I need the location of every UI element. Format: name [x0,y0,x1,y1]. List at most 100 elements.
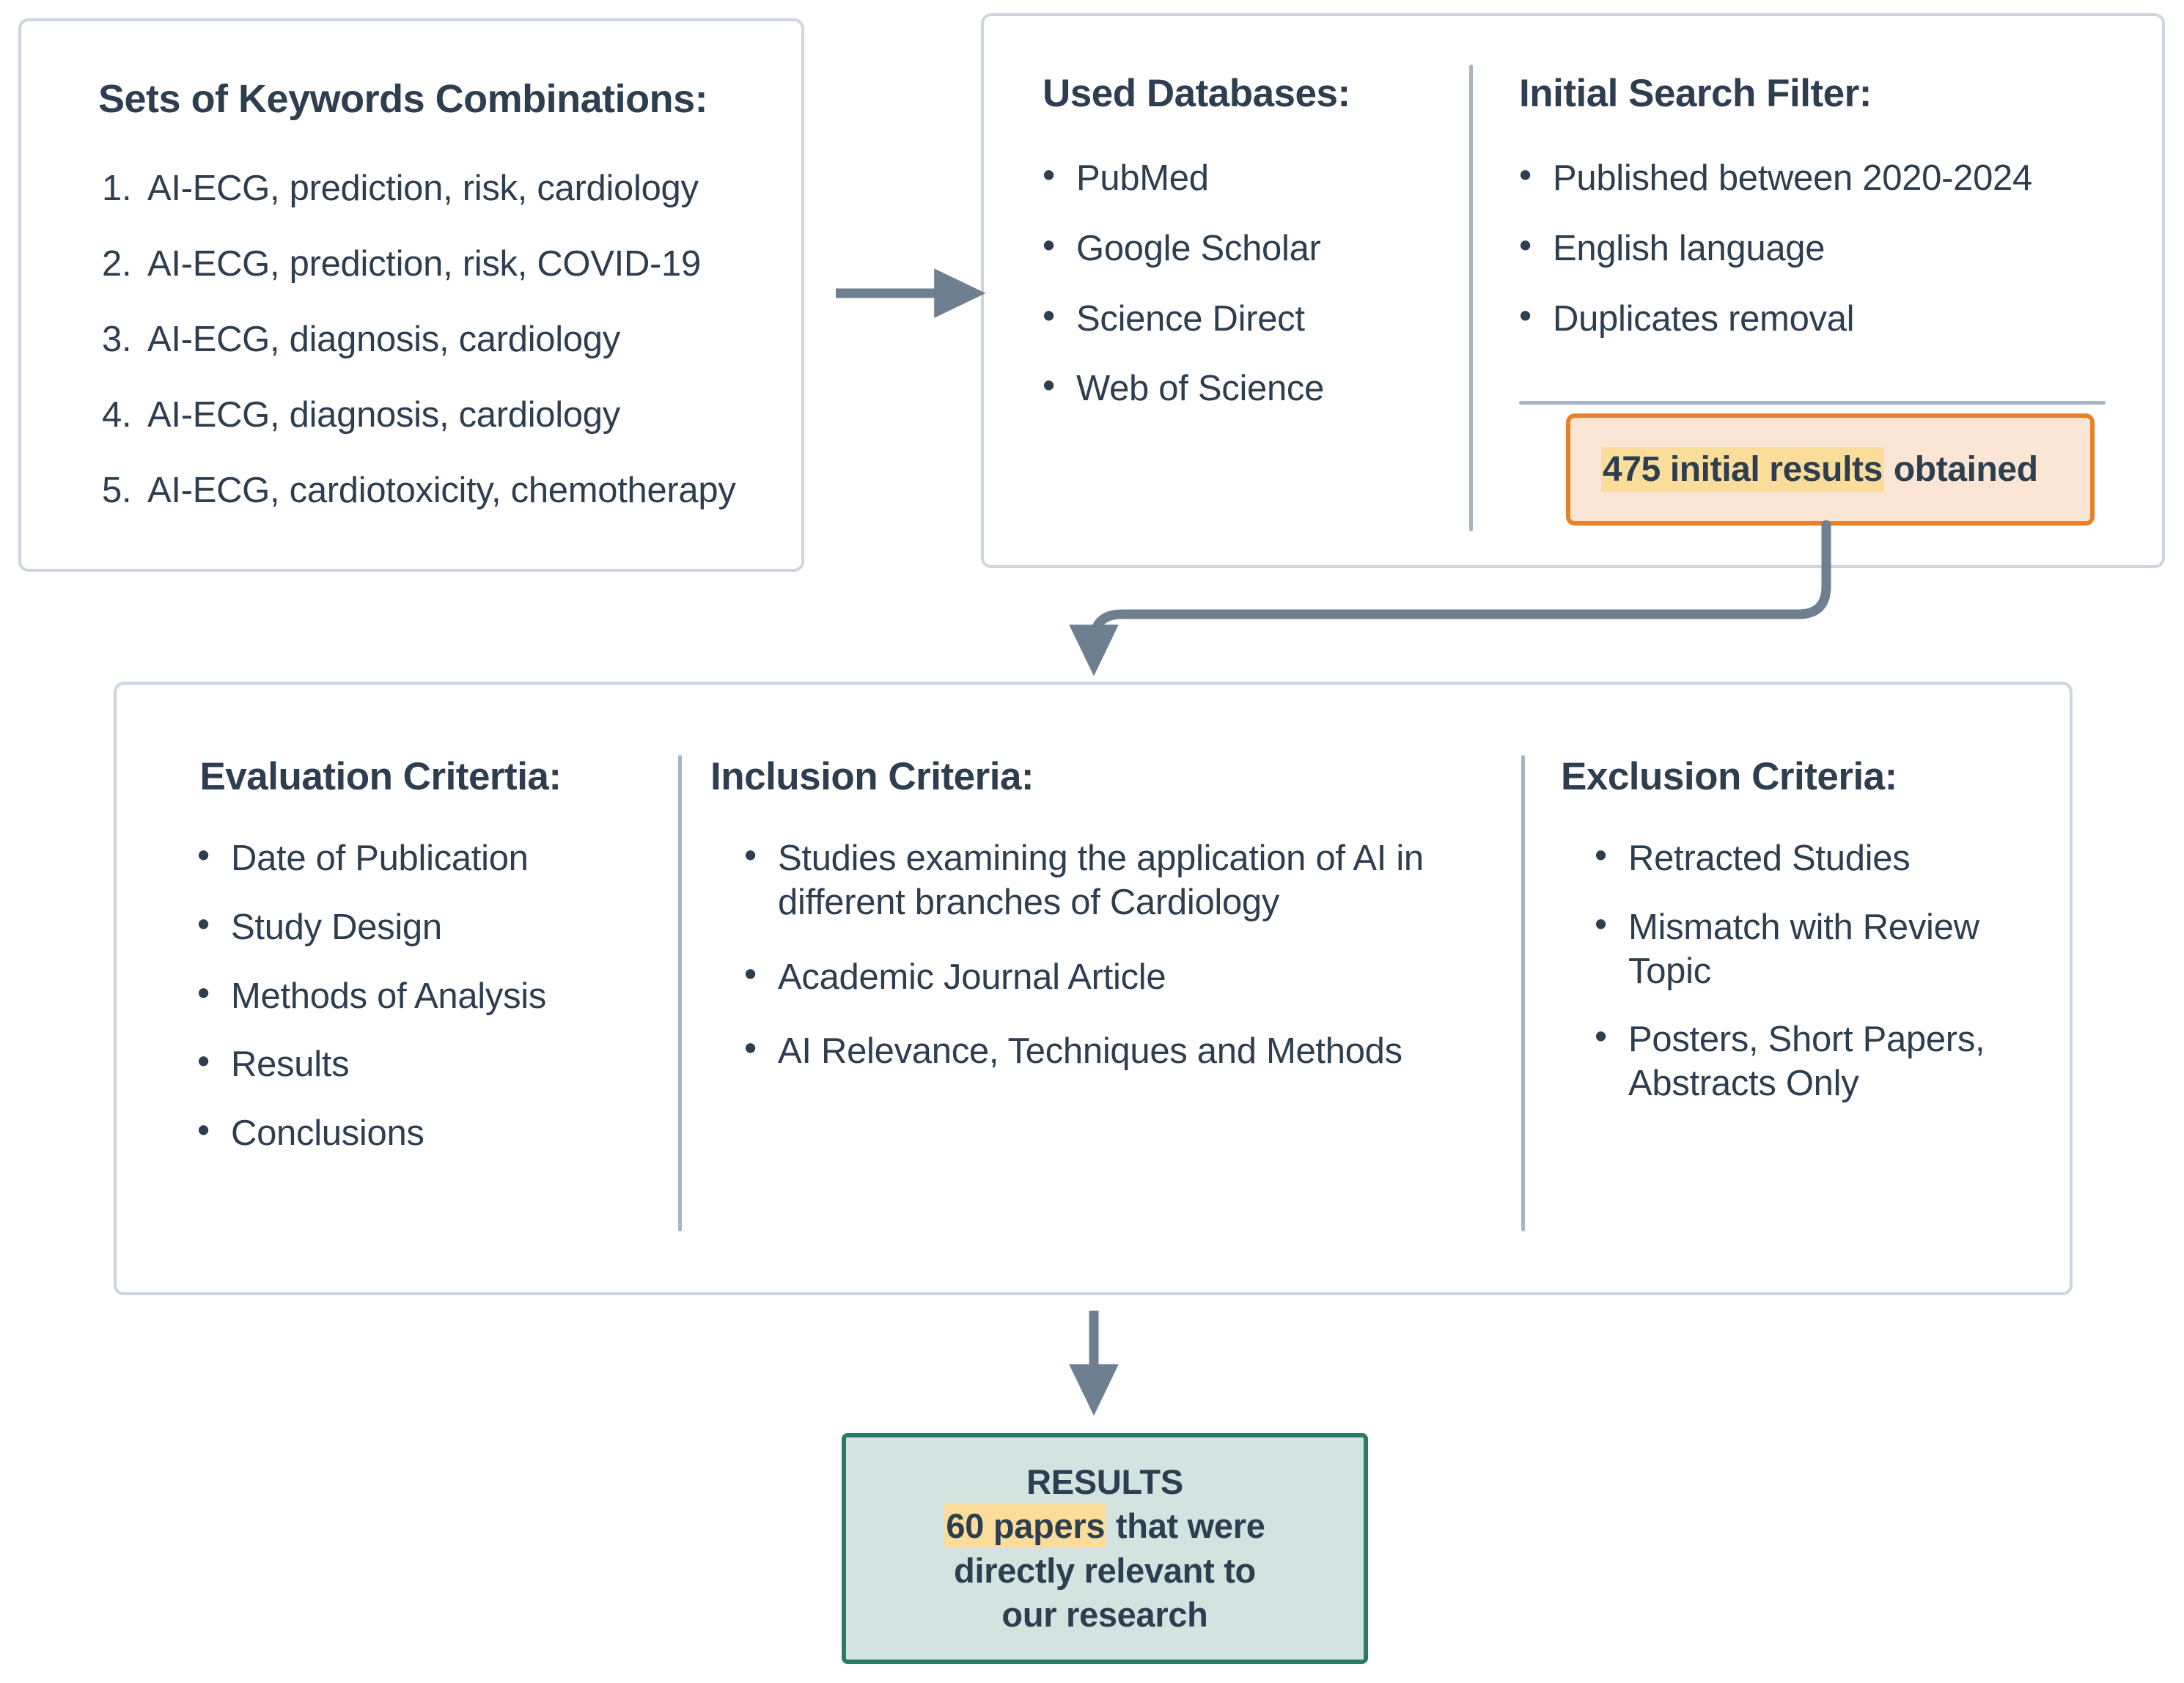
list-item-number: 2. [102,244,132,284]
search-filter-list: • Published between 2020-2024 • English … [1519,155,2106,341]
list-item-label: Date of Publication [231,839,529,878]
list-item: • Web of Science [1043,367,1453,411]
keywords-panel: Sets of Keywords Combinations: 1. AI-ECG… [18,18,804,572]
initial-results-text: 475 initial results obtained [1570,447,2038,492]
list-item-number: 1. [102,169,132,208]
search-filter-title: Initial Search Filter: [1519,72,1872,115]
list-item: • Studies examining the application of A… [744,836,1510,925]
list-item: • Study Design [197,904,659,950]
list-item: • PubMed [1043,155,1453,201]
list-item-label: Web of Science [1076,369,1325,409]
bullet-icon: • [1595,836,1607,875]
list-item-number: 3. [102,320,132,359]
bullet-icon: • [1043,225,1055,265]
list-item-label: Retracted Studies [1628,839,1911,878]
results-heading: RESULTS [1026,1462,1183,1502]
list-item-label: Posters, Short Papers, Abstracts Only [1628,1020,1985,1104]
initial-results-chip: 475 initial results obtained [1566,413,2095,526]
evaluation-criteria-list: • Date of Publication • Study Design • M… [102,836,659,1156]
list-item: • Posters, Short Papers, Abstracts Only [1595,1017,2067,1106]
list-item: • Published between 2020-2024 [1519,155,2106,201]
list-item-label: AI-ECG, diagnosis, cardiology [147,320,620,359]
list-item: 1. AI-ECG, prediction, risk, cardiology [102,168,776,209]
list-item-label: Mismatch with Review Topic [1628,907,1979,991]
results-line-2: 60 papers that were [944,1503,1265,1549]
keywords-title: Sets of Keywords Combinations: [98,77,708,121]
databases-column: Used Databases: • PubMed • Google Schola… [1043,71,1453,411]
list-item: 3. AI-ECG, diagnosis, cardiology [102,319,776,360]
list-item: • Date of Publication [197,836,659,881]
bullet-icon: • [744,1028,757,1069]
search-filter-column: Initial Search Filter: • Published betwe… [1519,71,2106,341]
bullet-icon: • [197,1111,210,1151]
list-item-label: English language [1553,228,1825,268]
list-item-label: Results [231,1045,350,1085]
list-item: 5. AI-ECG, cardiotoxicity, chemotherapy [102,470,776,511]
list-item-label: Studies examining the application of AI … [778,839,1424,922]
inclusion-criteria-list: • Studies examining the application of A… [710,836,1510,1074]
list-item-label: AI-ECG, cardiotoxicity, chemotherapy [147,471,736,510]
list-item: • Academic Journal Article [744,954,1510,1000]
list-item-number: 4. [102,395,132,435]
keywords-list: 1. AI-ECG, prediction, risk, cardiology … [102,168,776,545]
results-count: 60 papers [944,1503,1107,1549]
list-item: 2. AI-ECG, prediction, risk, COVID-19 [102,243,776,284]
bullet-icon: • [1043,295,1055,336]
list-item: • AI Relevance, Techniques and Methods [744,1028,1510,1074]
list-item-label: Duplicates removal [1553,298,1855,339]
list-item-label: AI-ECG, prediction, risk, cardiology [147,169,699,208]
list-item-number: 5. [102,471,132,510]
list-item: • Science Direct [1043,295,1453,342]
list-item-label: Conclusions [231,1113,424,1154]
list-item-label: Science Direct [1076,298,1305,339]
bullet-icon: • [197,836,210,875]
results-line-3: directly relevant to [954,1550,1256,1590]
inclusion-criteria-column: Inclusion Criteria: • Studies examining … [710,754,1510,1074]
bullet-icon: • [197,904,210,944]
list-item-label: Academic Journal Article [778,957,1166,997]
bullet-icon: • [744,836,757,875]
criteria-panel: Evaluation Critertia: • Date of Publicat… [114,682,2073,1295]
list-item-label: AI-ECG, prediction, risk, COVID-19 [147,244,701,284]
exclusion-criteria-list: • Retracted Studies • Mismatch with Revi… [1561,836,2067,1106]
list-item: • Mismatch with Review Topic [1595,904,2067,994]
initial-results-count: 475 initial results [1601,447,1884,492]
bullet-icon: • [1595,904,1607,944]
list-item-label: AI Relevance, Techniques and Methods [778,1031,1402,1072]
databases-list: • PubMed • Google Scholar • Science Dire… [1043,155,1453,411]
bullet-icon: • [1519,155,1532,195]
initial-results-suffix: obtained [1883,450,2038,489]
list-item-label: Google Scholar [1076,228,1321,268]
results-panel: RESULTS 60 papers that were directly rel… [842,1433,1368,1664]
list-item-label: AI-ECG, diagnosis, cardiology [147,395,620,435]
list-item: 4. AI-ECG, diagnosis, cardiology [102,394,776,435]
inclusion-criteria-title: Inclusion Criteria: [710,755,1034,798]
list-item: • Retracted Studies [1595,836,2067,881]
bullet-icon: • [197,1042,210,1082]
vertical-divider [1521,755,1525,1231]
exclusion-criteria-column: Exclusion Criteria: • Retracted Studies … [1561,754,2067,1106]
list-item-label: Methods of Analysis [231,976,547,1016]
bullet-icon: • [1519,295,1532,336]
vertical-divider [1469,65,1473,531]
list-item-label: Study Design [231,907,442,947]
bullet-icon: • [1519,225,1532,265]
exclusion-criteria-title: Exclusion Criteria: [1561,755,1897,798]
list-item: • English language [1519,227,2106,271]
bullet-icon: • [1043,155,1055,195]
list-item: • Methods of Analysis [197,973,659,1019]
bullet-icon: • [197,973,210,1013]
list-item: • Results [197,1042,659,1087]
evaluation-criteria-title: Evaluation Critertia: [199,755,562,798]
list-item-label: Published between 2020-2024 [1553,158,2032,198]
results-count-suffix: that were [1106,1506,1265,1546]
list-item: • Conclusions [197,1111,659,1156]
results-line-4: our research [1001,1594,1208,1634]
vertical-divider [678,755,682,1231]
horizontal-divider [1519,401,2106,405]
databases-title: Used Databases: [1043,72,1350,115]
bullet-icon: • [744,954,757,994]
bullet-icon: • [1595,1017,1607,1057]
search-panel: Used Databases: • PubMed • Google Schola… [981,13,2165,568]
bullet-icon: • [1043,366,1055,406]
